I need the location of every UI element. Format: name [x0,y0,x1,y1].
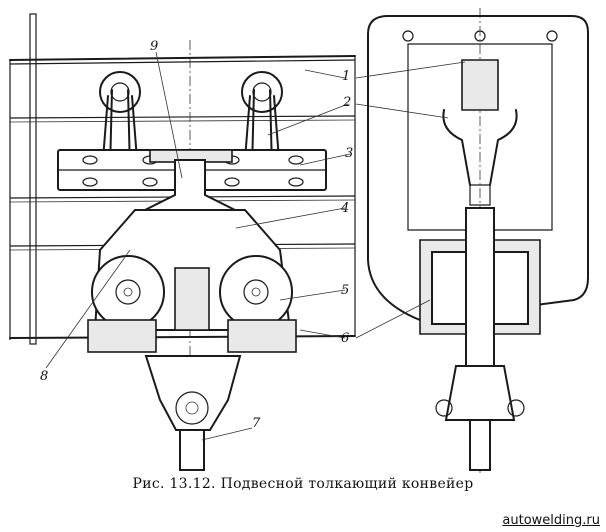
callout-3: 3 [345,146,353,161]
callout-9: 9 [150,39,158,54]
callout-1: 1 [342,69,350,84]
figure-caption: Рис. 13.12. Подвесной толкающий конвейер [0,476,606,492]
callout-6: 6 [341,331,349,346]
caption-title: Подвесной толкающий конвейер [220,476,474,492]
front-view [367,8,589,476]
running-wheel-right [219,255,293,329]
guide-shoe-left [87,319,157,353]
carriage-slot [174,267,210,331]
callout-2: 2 [342,95,351,110]
upper-roller-right [241,71,283,181]
left-post [29,13,37,345]
callout-7: 7 [252,416,261,431]
callout-4: 4 [340,201,349,216]
guide-shoe-right [227,319,297,353]
side-view [9,13,356,471]
callout-5: 5 [341,283,349,298]
caption-prefix: Рис. 13.12. [132,476,216,492]
callout-8: 8 [40,369,48,384]
leaders-left [45,51,351,441]
callout-labels: 1 2 3 4 5 6 7 8 9 [40,39,353,431]
running-wheel-left [91,255,165,329]
leaders-right [355,61,466,339]
watermark-link[interactable]: autowelding.ru [502,513,600,528]
track-beam [9,55,356,340]
lower-hanger [144,355,242,431]
